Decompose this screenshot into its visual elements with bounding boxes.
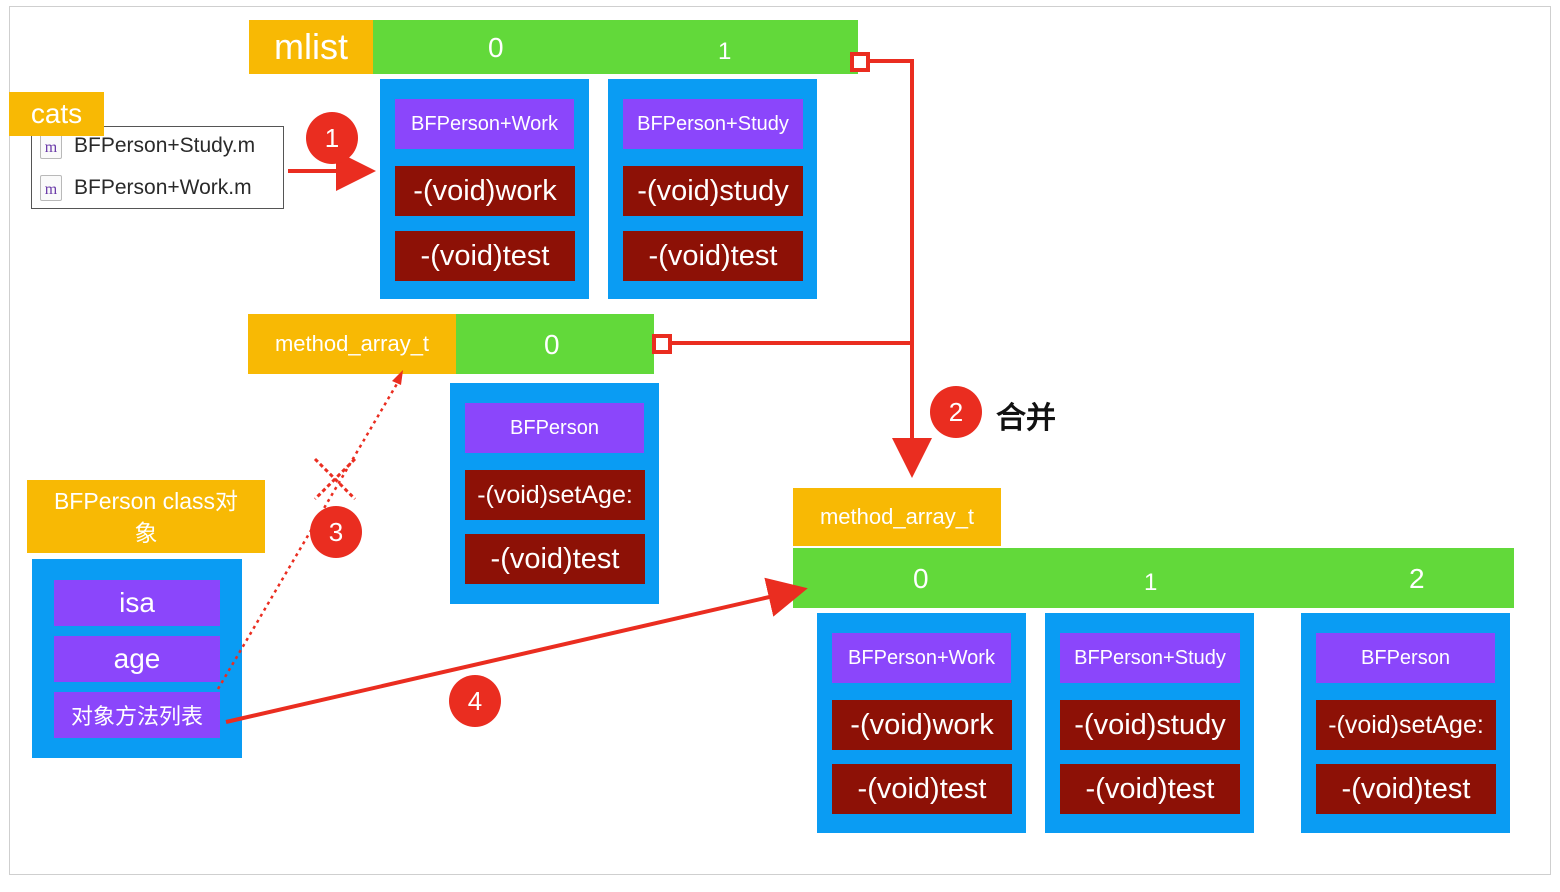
connector-mlist [868,59,914,343]
category-work-card: BFPerson+Work -(void)work -(void)test [380,79,589,299]
step-2-label: 合并 [996,402,1056,435]
class-object-label-text: BFPerson class对象 [53,487,239,546]
m-file-icon: m [40,133,62,159]
class-object-age: age [54,636,220,682]
category-title: BFPerson+Work [832,633,1011,683]
method-entry: -(void)test [832,764,1012,814]
arrow-step-4 [225,577,808,724]
category-study-card: BFPerson+Study -(void)study -(void)test [608,79,817,299]
m-file-icon: m [40,175,62,201]
category-title: BFPerson+Study [623,99,803,149]
merged-entry-bfperson: BFPerson -(void)setAge: -(void)test [1301,613,1510,833]
merged-entry-work: BFPerson+Work -(void)work -(void)test [817,613,1026,833]
method-entry: -(void)test [395,231,575,281]
method-entry: -(void)setAge: [1316,700,1496,750]
category-title: BFPerson+Study [1060,633,1240,683]
method-entry: -(void)test [1316,764,1496,814]
cats-file-list: m BFPerson+Study.m m BFPerson+Work.m [31,126,284,209]
method-array-top: 0 [456,314,654,374]
category-title: BFPerson+Work [395,99,574,149]
method-entry: -(void)test [1060,764,1240,814]
file-name: BFPerson+Work.m [74,176,252,199]
cats-label: cats [9,92,104,136]
merged-array: 0 1 2 [793,548,1514,608]
class-object-label: BFPerson class对象 [27,480,265,553]
step-badge-4: 4 [449,675,501,727]
mlist-end-marker [850,52,870,72]
class-title: BFPerson [465,403,644,453]
step-badge-2: 2 [930,386,982,438]
mlist-index-0: 0 [488,32,504,63]
step-badge-1: 1 [306,112,358,164]
merged-index-2: 2 [1409,563,1425,594]
method-entry: -(void)test [623,231,803,281]
method-array-top-index: 0 [544,329,560,360]
arrow-step-3-dotted [216,381,400,690]
method-entry: -(void)work [832,700,1012,750]
merged-array-label: method_array_t [793,488,1001,546]
arrow-step-3-head [392,370,403,385]
merged-entry-study: BFPerson+Study -(void)study -(void)test [1045,613,1254,833]
method-array-end-marker [652,334,672,354]
mlist-array: 0 1 [373,20,858,74]
class-object-method-list: 对象方法列表 [54,692,220,738]
method-entry: -(void)study [623,166,803,216]
file-study: m BFPerson+Study.m [40,130,255,162]
class-object-card: isa age 对象方法列表 [32,559,242,758]
cross-mark [313,457,357,501]
method-entry: -(void)study [1060,700,1240,750]
bfperson-methods-card: BFPerson -(void)setAge: -(void)test [450,383,659,604]
merged-index-0: 0 [913,563,929,594]
method-entry: -(void)setAge: [465,470,645,520]
merged-index-1: 1 [1144,569,1158,596]
diagram-frame [9,6,1551,875]
mlist-index-1: 1 [718,38,732,65]
class-title: BFPerson [1316,633,1495,683]
file-name: BFPerson+Study.m [74,134,256,157]
mlist-label: mlist [249,20,373,74]
method-array-top-label: method_array_t [248,314,456,374]
class-object-isa: isa [54,580,220,626]
file-work: m BFPerson+Work.m [40,172,252,204]
step-badge-3: 3 [310,506,362,558]
method-entry: -(void)work [395,166,575,216]
method-entry: -(void)test [465,534,645,584]
